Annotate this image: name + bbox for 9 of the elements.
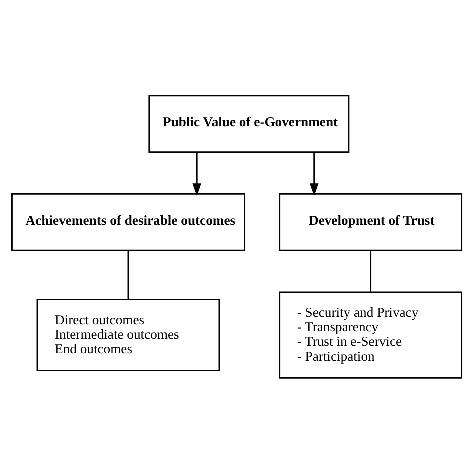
node-box: - Security and Privacy - Transparency - Trust in e-Service - Participation: [279, 292, 463, 379]
connector: [128, 250, 130, 300]
node-box: Public Value of e-Government: [148, 95, 350, 154]
node-box: Development of Trust: [279, 193, 463, 252]
connector: [370, 250, 372, 292]
arrow: [310, 152, 319, 196]
arrow: [192, 152, 202, 196]
node-box: Direct outcomes Intermediate outcomes End outcomes: [36, 299, 220, 372]
node-box: Achievements of desirable outcomes: [11, 193, 246, 252]
